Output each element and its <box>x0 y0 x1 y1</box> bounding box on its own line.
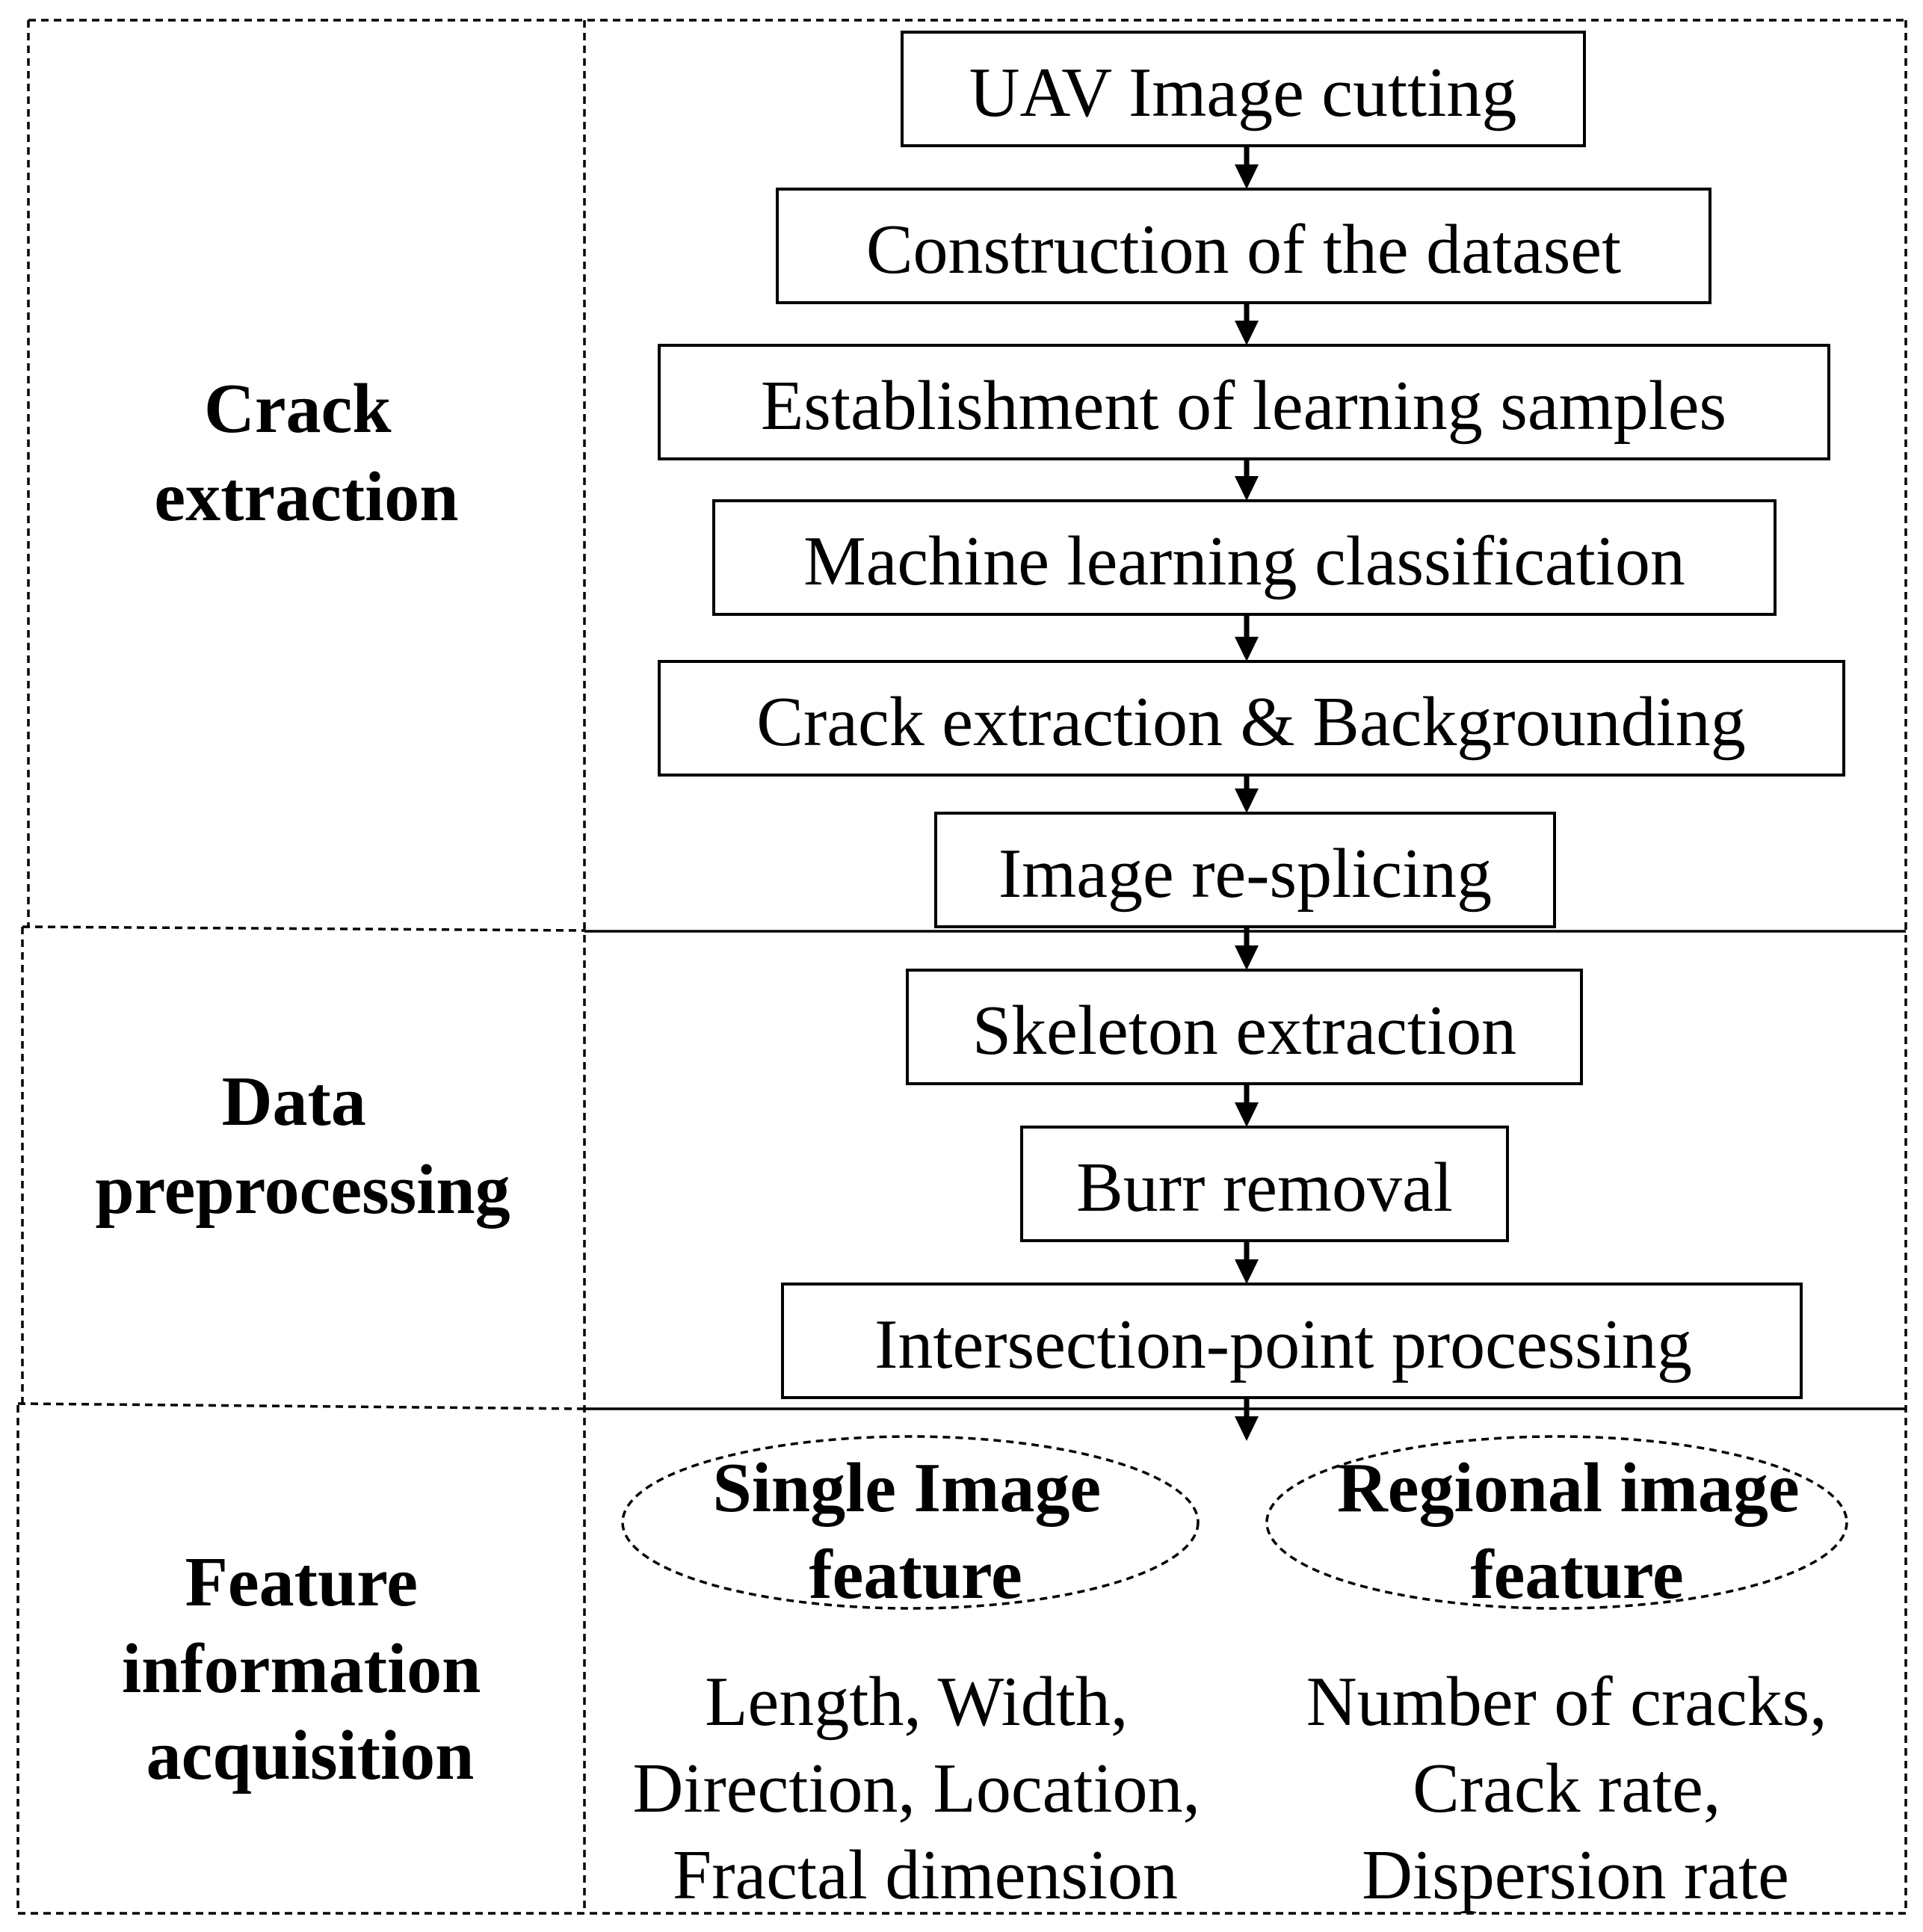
arrow-burr-to-intersection <box>1235 1241 1259 1284</box>
arrow-samples-to-classification <box>1235 459 1259 501</box>
step-box-intersection-point-processing: Intersection-point processing <box>781 1283 1803 1399</box>
feature-title-line: Regional image <box>1337 1449 1800 1527</box>
step-box-ml-classification: Machine learning classification <box>712 499 1777 616</box>
feature-title-line: feature <box>1470 1536 1683 1614</box>
step-box-skeleton-extraction: Skeleton extraction <box>906 969 1583 1085</box>
stage-label-data-preprocessing: Data preprocessing <box>95 1063 510 1229</box>
step-label: UAV Image cutting <box>969 54 1517 132</box>
step-label: Machine learning classification <box>803 522 1685 600</box>
feature-item: Crack rate, <box>1413 1750 1720 1827</box>
step-box-uav-image-cutting: UAV Image cutting <box>901 31 1586 147</box>
step-box-image-resplicing: Image re-splicing <box>934 812 1556 928</box>
frame <box>16 19 1907 1915</box>
feature-items: Number of cracks, Crack rate, Dispersion… <box>1306 1663 1845 1914</box>
stage-label-feature-acquisition: Feature information acquisition <box>122 1543 499 1794</box>
stage-label-line: Data <box>222 1063 366 1141</box>
feature-title: Regional image feature <box>1337 1449 1817 1614</box>
step-label: Skeleton extraction <box>972 992 1516 1070</box>
stage-label-crack-extraction: Crack extraction <box>154 370 458 536</box>
stage-label-line: Crack <box>204 370 392 448</box>
arrow-uav-to-dataset <box>1235 146 1259 189</box>
stage-label-line: preprocessing <box>95 1151 510 1229</box>
step-label: Intersection-point processing <box>874 1306 1692 1383</box>
feature-item: Number of cracks, <box>1306 1663 1827 1741</box>
step-box-burr-removal: Burr removal <box>1020 1126 1509 1242</box>
arrow-skeleton-to-burr <box>1235 1084 1259 1127</box>
feature-single-image: Single Image feature Length, Width, Dire… <box>621 1435 1217 1914</box>
step-box-crack-extraction-backgrounding: Crack extraction & Backgrounding <box>658 660 1845 777</box>
arrow-extraction-to-resplicing <box>1235 775 1259 813</box>
feature-item: Length, Width, <box>705 1663 1128 1741</box>
arrow-intersection-to-features <box>1235 1398 1259 1441</box>
feature-title: Single Image feature <box>712 1449 1118 1614</box>
step-label: Image re-splicing <box>998 835 1492 913</box>
arrow-resplicing-to-skeleton <box>1235 927 1259 970</box>
feature-items: Length, Width, Direction, Location, Frac… <box>632 1663 1217 1914</box>
feature-item: Dispersion rate <box>1362 1836 1789 1914</box>
step-label: Crack extraction & Backgrounding <box>756 683 1745 761</box>
stage-label-line: Feature <box>185 1543 418 1621</box>
arrow-dataset-to-samples <box>1235 303 1259 345</box>
step-label: Construction of the dataset <box>866 211 1621 288</box>
step-box-learning-samples: Establishment of learning samples <box>658 344 1830 460</box>
feature-title-line: feature <box>809 1536 1022 1614</box>
step-label: Burr removal <box>1076 1149 1453 1226</box>
arrow-classification-to-extraction <box>1235 614 1259 661</box>
step-label: Establishment of learning samples <box>761 367 1726 445</box>
feature-regional-image: Regional image feature Number of cracks,… <box>1265 1435 1848 1914</box>
step-box-construction-of-dataset: Construction of the dataset <box>776 188 1711 304</box>
feature-title-line: Single Image <box>712 1449 1101 1527</box>
stage-label-line: acquisition <box>146 1717 475 1794</box>
feature-item: Fractal dimension <box>673 1836 1178 1914</box>
stage-label-line: information <box>122 1630 481 1708</box>
stage-label-line: extraction <box>154 458 458 536</box>
feature-item: Direction, Location, <box>632 1750 1200 1827</box>
